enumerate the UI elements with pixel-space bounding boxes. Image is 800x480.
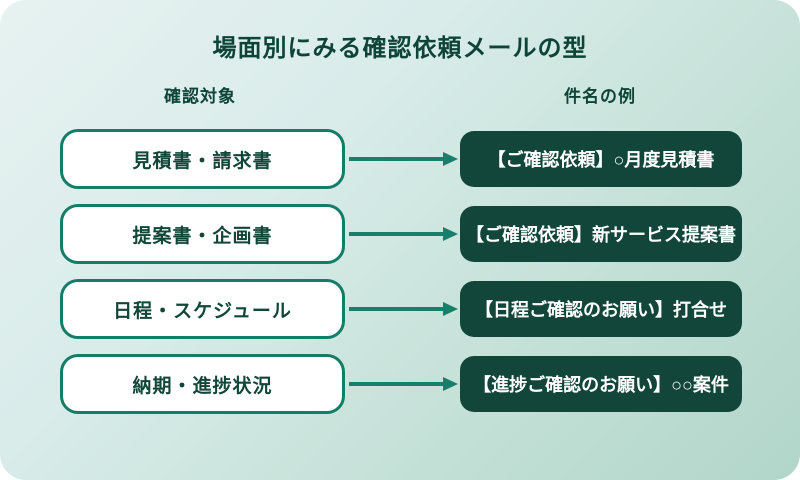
column-header-subject-example: 件名の例: [564, 87, 636, 106]
subject-example-box: 【日程ご確認のお願い】打合せ: [460, 281, 742, 337]
confirmation-target-box: 見積書・請求書: [60, 129, 345, 189]
right-arrow-icon: [345, 204, 460, 264]
column-header-confirmation-target: 確認対象: [164, 87, 236, 106]
confirmation-target-box: 納期・進捗状況: [60, 354, 345, 414]
diagram-row: 見積書・請求書 【ご確認依頼】○月度見積書: [60, 129, 742, 189]
subject-example-box: 【ご確認依頼】○月度見積書: [460, 131, 742, 187]
right-arrow-icon: [345, 354, 460, 414]
right-arrow-icon: [345, 279, 460, 339]
confirmation-target-box: 日程・スケジュール: [60, 279, 345, 339]
right-arrow-icon: [345, 129, 460, 189]
diagram-row: 提案書・企画書 【ご確認依頼】新サービス提案書: [60, 204, 742, 264]
confirmation-target-box: 提案書・企画書: [60, 204, 345, 264]
diagram-row: 日程・スケジュール 【日程ご確認のお願い】打合せ: [60, 279, 742, 339]
subject-example-box: 【ご確認依頼】新サービス提案書: [460, 206, 742, 262]
subject-example-box: 【進捗ご確認のお願い】○○案件: [460, 356, 742, 412]
diagram-row: 納期・進捗状況 【進捗ご確認のお願い】○○案件: [60, 354, 742, 414]
page-title: 場面別にみる確認依頼メールの型: [212, 35, 588, 62]
